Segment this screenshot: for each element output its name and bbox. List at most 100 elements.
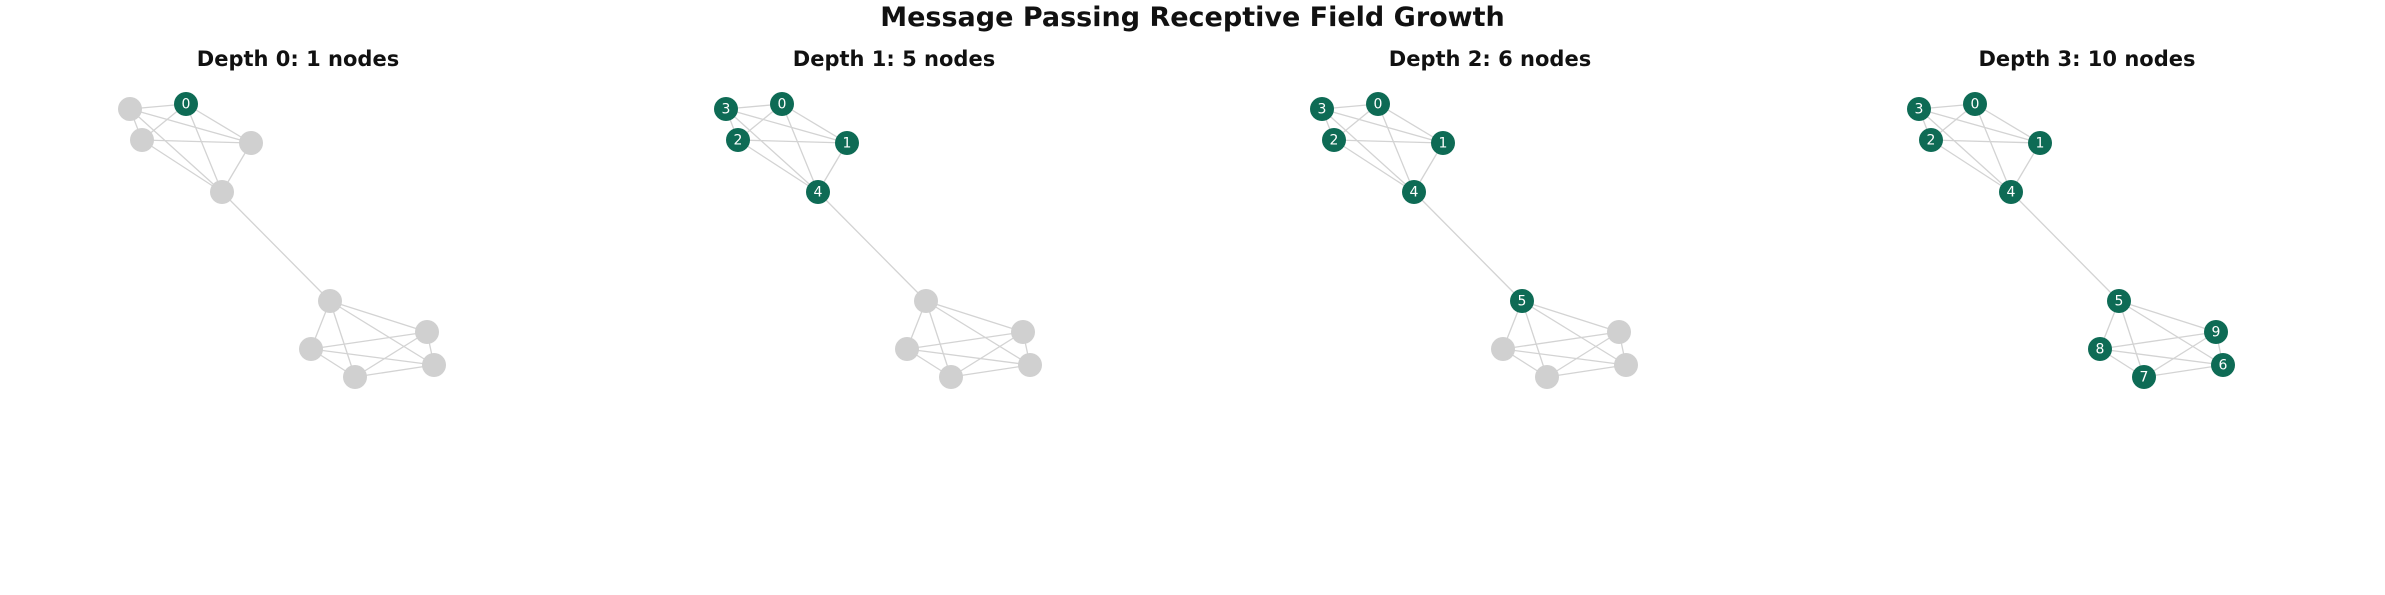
panel-depth-0: Depth 0: 1 nodes 0 bbox=[0, 40, 596, 595]
graph-edge bbox=[906, 348, 1031, 366]
graph-edge bbox=[950, 331, 1024, 378]
graph-edge bbox=[1930, 139, 2041, 144]
node-layer: 0 1 2 3 4 5 6 78 9 bbox=[1907, 92, 2235, 389]
node-circle bbox=[1510, 289, 1534, 313]
graph-node-1[interactable]: 1 bbox=[835, 131, 859, 155]
graph-node-8[interactable]: 8 bbox=[2088, 337, 2112, 361]
graph-edge bbox=[221, 191, 331, 302]
graph-node-1[interactable]: 1 bbox=[2028, 131, 2052, 155]
graph-edge bbox=[2143, 364, 2224, 378]
graph-edge bbox=[129, 108, 223, 193]
node-circle bbox=[770, 92, 794, 116]
graph-node-7[interactable]: 7 bbox=[2132, 365, 2156, 389]
graph-node-7[interactable] bbox=[1535, 365, 1559, 389]
graph-edge bbox=[1333, 139, 1444, 144]
graph-edge bbox=[1918, 108, 2041, 144]
graph-node-9[interactable] bbox=[1607, 320, 1631, 344]
node-circle bbox=[1431, 131, 1455, 155]
graph-node-5[interactable]: 5 bbox=[1510, 289, 1534, 313]
graph-node-6[interactable] bbox=[1614, 353, 1638, 377]
graph-node-8[interactable] bbox=[299, 337, 323, 361]
node-circle bbox=[895, 337, 919, 361]
graph-edge bbox=[310, 331, 428, 350]
graph-node-2[interactable] bbox=[130, 128, 154, 152]
graph-edge bbox=[2118, 300, 2217, 333]
graph-node-2[interactable]: 2 bbox=[726, 128, 750, 152]
graph-node-7[interactable] bbox=[939, 365, 963, 389]
graph-edge bbox=[1502, 348, 1627, 366]
graph-node-5[interactable] bbox=[318, 289, 342, 313]
node-circle bbox=[1963, 92, 1987, 116]
graph-node-4[interactable]: 4 bbox=[1402, 180, 1426, 204]
node-layer: 0 bbox=[118, 92, 446, 389]
graph-edge bbox=[2099, 331, 2217, 350]
edge-layer bbox=[1321, 103, 1627, 378]
node-circle bbox=[1322, 128, 1346, 152]
graph-node-0[interactable]: 0 bbox=[174, 92, 198, 116]
graph-node-9[interactable] bbox=[415, 320, 439, 344]
node-circle bbox=[210, 180, 234, 204]
node-circle bbox=[1491, 337, 1515, 361]
graph-edge bbox=[1377, 103, 1444, 144]
node-layer: 0 1 2 3 4 5 bbox=[1310, 92, 1638, 389]
graph-edge bbox=[906, 331, 1024, 350]
graph-node-1[interactable] bbox=[239, 131, 263, 155]
graph-edge bbox=[141, 139, 223, 193]
graph-node-5[interactable] bbox=[914, 289, 938, 313]
node-circle bbox=[1999, 180, 2023, 204]
graph-edge bbox=[1974, 103, 2041, 144]
graph-node-8[interactable] bbox=[895, 337, 919, 361]
graph-node-0[interactable]: 0 bbox=[1366, 92, 1390, 116]
graph-node-6[interactable]: 6 bbox=[2211, 353, 2235, 377]
graph-edge bbox=[2143, 331, 2217, 378]
node-circle bbox=[1535, 365, 1559, 389]
graph-edge bbox=[2099, 348, 2224, 366]
graph-edge bbox=[1333, 139, 1415, 193]
graph-edge bbox=[725, 108, 819, 193]
graph-edge bbox=[1974, 103, 2012, 193]
panel-title-depth-0: Depth 0: 1 nodes bbox=[196, 47, 400, 71]
graph-node-3[interactable]: 3 bbox=[1310, 97, 1334, 121]
node-circle bbox=[835, 131, 859, 155]
graph-edge bbox=[310, 348, 435, 366]
node-circle bbox=[118, 97, 142, 121]
graph-node-8[interactable] bbox=[1491, 337, 1515, 361]
graph-edge bbox=[781, 103, 848, 144]
graph-edge bbox=[329, 300, 435, 366]
node-circle bbox=[1402, 180, 1426, 204]
graph-node-6[interactable] bbox=[422, 353, 446, 377]
graph-node-3[interactable] bbox=[118, 97, 142, 121]
graph-edge bbox=[1521, 300, 1620, 333]
panel-title-depth-2: Depth 2: 6 nodes bbox=[1388, 47, 1592, 71]
edge-layer bbox=[1918, 103, 2224, 378]
graph-node-2[interactable]: 2 bbox=[1919, 128, 1943, 152]
figure-title: Message Passing Receptive Field Growth bbox=[880, 2, 1505, 33]
graph-node-7[interactable] bbox=[343, 365, 367, 389]
node-circle bbox=[2028, 131, 2052, 155]
graph-node-6[interactable] bbox=[1018, 353, 1042, 377]
graph-depth-1: 0 1 2 3 4 bbox=[714, 92, 1042, 389]
node-circle bbox=[1018, 353, 1042, 377]
node-circle bbox=[2211, 353, 2235, 377]
graph-node-0[interactable]: 0 bbox=[1963, 92, 1987, 116]
graph-node-2[interactable]: 2 bbox=[1322, 128, 1346, 152]
graph-node-9[interactable]: 9 bbox=[2204, 320, 2228, 344]
node-circle bbox=[1919, 128, 1943, 152]
graph-node-0[interactable]: 0 bbox=[770, 92, 794, 116]
graph-node-4[interactable]: 4 bbox=[1999, 180, 2023, 204]
graph-node-1[interactable]: 1 bbox=[1431, 131, 1455, 155]
graph-node-9[interactable] bbox=[1011, 320, 1035, 344]
graph-edge bbox=[781, 103, 819, 193]
panel-depth-2: Depth 2: 6 nodes 0 1 2 3 4 5 bbox=[1192, 40, 1788, 595]
graph-node-4[interactable]: 4 bbox=[806, 180, 830, 204]
node-circle bbox=[239, 131, 263, 155]
graph-edge bbox=[185, 103, 252, 144]
graph-node-4[interactable] bbox=[210, 180, 234, 204]
graph-node-5[interactable]: 5 bbox=[2107, 289, 2131, 313]
graph-node-3[interactable]: 3 bbox=[714, 97, 738, 121]
graph-node-3[interactable]: 3 bbox=[1907, 97, 1931, 121]
graph-edge bbox=[1546, 331, 1620, 378]
node-circle bbox=[1907, 97, 1931, 121]
node-circle bbox=[2204, 320, 2228, 344]
graph-edge bbox=[725, 108, 848, 144]
